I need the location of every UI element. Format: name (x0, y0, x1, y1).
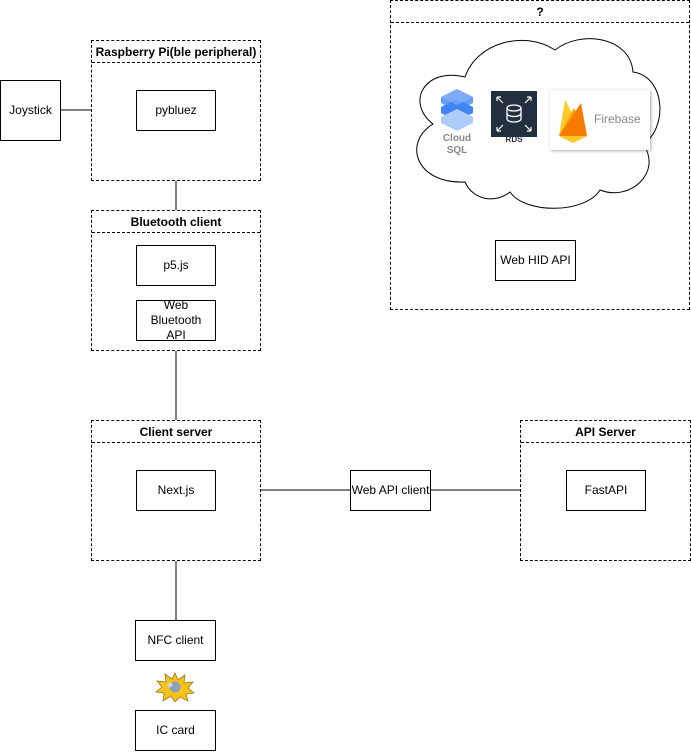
raspberry-pi-group: Raspberry Pi(ble peripheral) (91, 40, 261, 181)
p5js-box: p5.js (136, 245, 216, 286)
web-bluetooth-api-label: Web Bluetooth API (150, 298, 202, 342)
web-hid-api-label: Web HID API (500, 253, 571, 267)
nfc-client-label: NFC client (147, 633, 204, 647)
rds-label: RDS (505, 135, 523, 144)
web-bluetooth-api-box: Web Bluetooth API (136, 298, 216, 342)
web-api-client-label: Web API client (351, 483, 430, 497)
ic-card-label: IC card (156, 723, 195, 737)
wireless-burst-icon (155, 672, 195, 702)
fastapi-box: FastAPI (566, 470, 646, 511)
ic-card-box: IC card (135, 710, 216, 751)
nextjs-box: Next.js (136, 470, 216, 511)
unknown-group-title: ? (391, 1, 689, 23)
p5js-label: p5.js (163, 258, 189, 272)
cloud-sql-label: Cloud SQL (442, 133, 472, 156)
web-hid-api-box: Web HID API (495, 240, 576, 281)
pybluez-box: pybluez (136, 90, 216, 131)
api-server-group-title: API Server (521, 421, 690, 443)
firebase-label: Firebase (594, 112, 641, 126)
client-server-group-title: Client server (92, 421, 260, 443)
cloud-sql-icon (441, 89, 473, 131)
web-api-client-box: Web API client (350, 470, 431, 511)
nextjs-label: Next.js (157, 483, 195, 497)
joystick-label: Joystick (9, 103, 52, 117)
pybluez-label: pybluez (155, 103, 197, 117)
firebase-logo: Firebase (550, 90, 650, 150)
fastapi-label: FastAPI (584, 483, 628, 497)
raspberry-pi-group-title: Raspberry Pi(ble peripheral) (92, 41, 260, 63)
rds-icon (491, 91, 537, 137)
cloud-shape (416, 38, 661, 209)
joystick-box: Joystick (0, 80, 61, 141)
bluetooth-client-group-title: Bluetooth client (92, 211, 260, 233)
cloud-outline (416, 38, 661, 209)
nfc-client-box: NFC client (135, 620, 216, 661)
firebase-icon (559, 100, 587, 143)
